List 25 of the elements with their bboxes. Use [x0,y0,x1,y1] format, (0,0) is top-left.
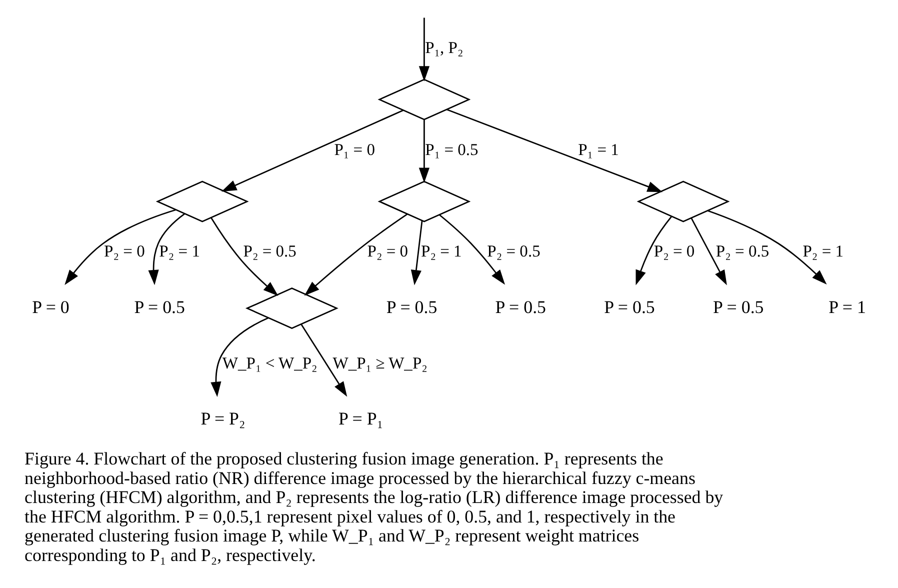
edge-label: P₁ = 0 [334,140,375,159]
edge-label: P₂ = 1 [159,242,200,261]
node-text: P = 0.5 [604,296,655,317]
edge-label: P₁, P₂ [425,38,464,57]
edge-label: P₂ = 1 [802,242,844,261]
edge-label: P₂ = 0 [104,242,145,261]
edge-label: P₂ = 0 [367,242,408,261]
node-text: P = 0.5 [713,296,764,317]
edge-label: P₂ = 1 [421,242,462,261]
node-text: P = 0.5 [134,296,185,317]
node-text: P = 0.5 [495,296,546,317]
edge-label: P₂ = 0.5 [716,242,770,261]
edge-label: P₁ = 1 [578,140,619,159]
edge-label: P₂ = 0.5 [243,242,296,261]
node-text: P = P₁ [338,408,384,429]
node-text: P = 1 [828,296,866,317]
edge-label: P₂ = 0.5 [487,242,540,261]
edge-label: P₂ = 0 [654,242,695,261]
edge-label: W_P₁ ≥ W_P₂ [332,353,428,372]
edge-label: W_P₁ < W_P₂ [222,353,318,372]
caption: Figure 4. Flowchart of the proposed clustering fusion image generation. P₁ represents the neighborhood-based ratio (NR) difference image processed by the hierarchical fuzzy c-means clustering (HFCM) algorithm, and P₂ represents the log-ratio (LR) difference image processed by the HFCM algorithm. P = 0,0.5,1 represent pixel values of 0, 0.5, and 1, respectively in the generated clustering fusion image P, while W_P₁ and W_P₂ represent weight matrices corresponding to P₁ and P₂, respectively. [24,448,724,566]
node-text: P = P₂ [200,408,246,429]
node-text: P = 0 [32,296,70,317]
edge-label: P₁ = 0.5 [425,140,478,159]
node-text: P = 0.5 [386,296,438,317]
